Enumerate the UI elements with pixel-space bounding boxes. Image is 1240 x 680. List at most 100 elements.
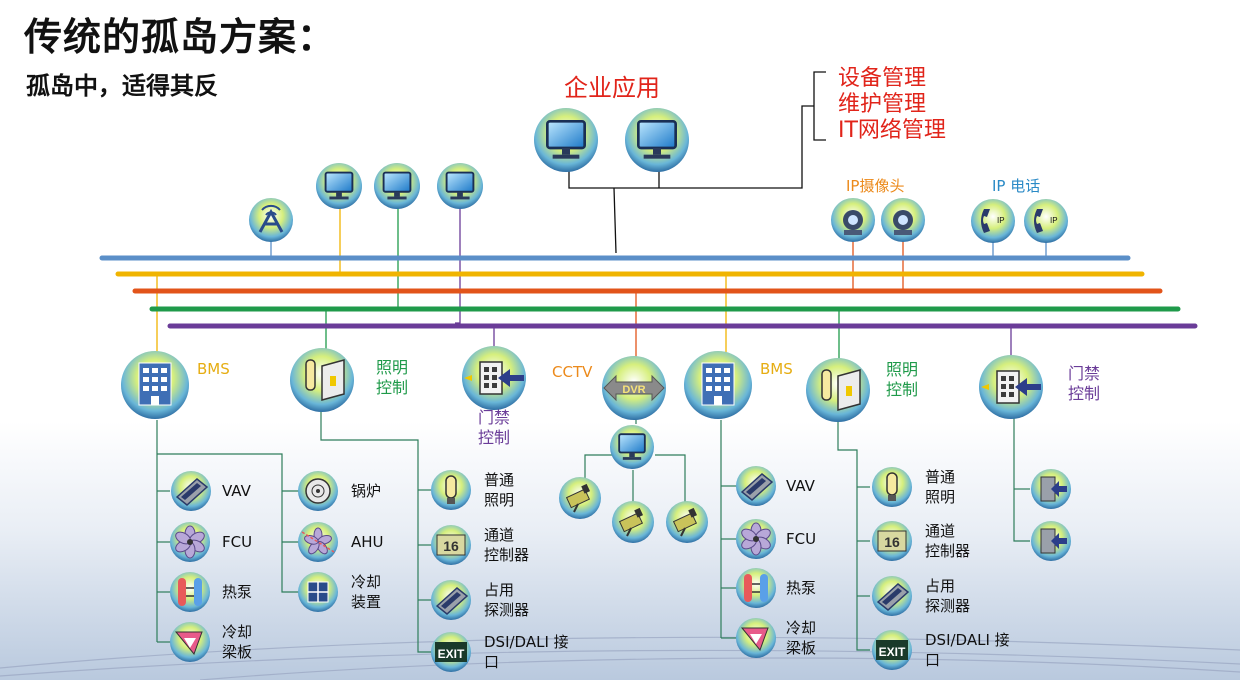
device-label-line: 照明 bbox=[484, 491, 515, 509]
device-label-line: 冷却 bbox=[222, 623, 253, 641]
device-label-line: DSI/DALI 接 bbox=[484, 633, 569, 651]
occupancy-sensor-icon bbox=[872, 576, 912, 616]
cctv-camera-icon bbox=[559, 477, 601, 519]
device-label-line: 热泵 bbox=[786, 579, 817, 597]
bms-label: BMS bbox=[760, 360, 793, 378]
ip-camera-icon bbox=[831, 198, 875, 242]
cctv-camera-icon bbox=[612, 501, 654, 543]
device-label-line: 冷却 bbox=[351, 573, 382, 591]
device-label: 热泵 bbox=[222, 582, 252, 602]
bms-label: BMS bbox=[197, 360, 230, 378]
mgmt-item: IT网络管理 bbox=[838, 118, 946, 143]
device-label: FCU bbox=[786, 529, 816, 549]
device-label-line: 口 bbox=[925, 651, 941, 669]
page-subtitle: 孤岛中，适得其反 bbox=[26, 72, 218, 100]
device-label-line: 通道 bbox=[925, 522, 956, 540]
device-label: 普通照明 bbox=[484, 470, 514, 510]
dvr-icon: DVR bbox=[602, 356, 666, 420]
device-label-line: FCU bbox=[786, 530, 817, 548]
device-label-line: 控制器 bbox=[484, 546, 530, 564]
cctv-camera-icon bbox=[666, 501, 708, 543]
wireless-ap-icon bbox=[249, 198, 293, 242]
exit-sign-icon: EXIT bbox=[431, 632, 471, 672]
device-label-line: AHU bbox=[351, 533, 384, 551]
network-buses bbox=[99, 255, 1198, 329]
mgmt-item: 维护管理 bbox=[838, 92, 927, 117]
lamp-icon bbox=[872, 467, 912, 507]
device-label-line: 普通 bbox=[925, 468, 956, 486]
channel-controller-icon: 16 bbox=[872, 521, 912, 561]
device-label: 热泵 bbox=[786, 578, 816, 598]
svg-text:IP: IP bbox=[1050, 216, 1058, 225]
ip-camera-icon bbox=[881, 198, 925, 242]
vav-unit-icon bbox=[171, 471, 211, 511]
vav-unit-icon bbox=[736, 466, 776, 506]
page-title: 传统的孤岛方案： bbox=[24, 15, 337, 59]
fan-coil-icon bbox=[170, 522, 210, 562]
bms-building-icon bbox=[121, 351, 189, 419]
device-label-line: VAV bbox=[222, 482, 251, 500]
device-label: 占用探测器 bbox=[484, 580, 529, 620]
device-label-line: 普通 bbox=[484, 471, 515, 489]
access-label-line: 门禁 bbox=[478, 408, 511, 427]
device-label-line: 通道 bbox=[484, 526, 515, 544]
chilled-beam-icon bbox=[736, 618, 776, 658]
ip-phone-icon: IP bbox=[1024, 199, 1068, 243]
channel-controller-icon: 16 bbox=[431, 525, 471, 565]
device-label-line: 探测器 bbox=[925, 597, 971, 615]
device-label: VAV bbox=[222, 481, 251, 501]
access-control-label: 门禁 控制 bbox=[478, 408, 510, 448]
device-label-line: DSI/DALI 接 bbox=[925, 631, 1010, 649]
access-control-icon bbox=[462, 346, 526, 410]
access-control-label: 门禁 控制 bbox=[1068, 364, 1100, 404]
ip-phone-label: IP 电话 bbox=[992, 177, 1041, 195]
monitor-icon bbox=[625, 108, 689, 172]
device-label-line: 控制器 bbox=[925, 542, 971, 560]
bms-building-icon bbox=[684, 351, 752, 419]
door-entry-icon bbox=[1031, 469, 1071, 509]
device-label-line: 锅炉 bbox=[351, 482, 382, 500]
fan-coil-icon bbox=[736, 519, 776, 559]
chiller-icon bbox=[298, 572, 338, 612]
device-label-line: 热泵 bbox=[222, 583, 253, 601]
device-label: 冷却梁板 bbox=[222, 622, 252, 662]
device-label: FCU bbox=[222, 532, 252, 552]
device-label-line: 占用 bbox=[925, 577, 956, 595]
device-label-line: 探测器 bbox=[484, 601, 530, 619]
lighting-control-label: 照明 控制 bbox=[376, 358, 408, 398]
device-label: 冷却装置 bbox=[351, 572, 381, 612]
lighting-label-line: 照明 bbox=[886, 360, 919, 379]
monitor-icon bbox=[610, 425, 654, 469]
device-label: 普通照明 bbox=[925, 467, 955, 507]
svg-text:EXIT: EXIT bbox=[438, 647, 465, 661]
device-label: 锅炉 bbox=[351, 481, 381, 501]
device-label-line: 梁板 bbox=[786, 639, 817, 657]
monitor-icon bbox=[437, 163, 483, 209]
svg-text:16: 16 bbox=[884, 534, 900, 550]
lamp-icon bbox=[431, 470, 471, 510]
device-label: 通道控制器 bbox=[925, 521, 970, 561]
device-label-line: VAV bbox=[786, 477, 815, 495]
cctv-label: CCTV bbox=[552, 363, 593, 381]
tree-lines bbox=[156, 410, 1030, 653]
device-label-line: 口 bbox=[484, 653, 500, 671]
heat-pump-icon bbox=[170, 572, 210, 612]
access-label-line: 门禁 bbox=[1068, 364, 1101, 383]
lighting-label-line: 控制 bbox=[376, 378, 409, 397]
lighting-control-icon bbox=[806, 358, 870, 422]
device-label: 冷却梁板 bbox=[786, 618, 816, 658]
device-label: VAV bbox=[786, 476, 815, 496]
device-label: 占用探测器 bbox=[925, 576, 970, 616]
device-label-line: 装置 bbox=[351, 593, 382, 611]
enterprise-apps-label: 企业应用 bbox=[564, 74, 660, 102]
access-label-line: 控制 bbox=[478, 428, 511, 447]
device-label: DSI/DALI 接口 bbox=[484, 632, 569, 672]
svg-text:IP: IP bbox=[997, 216, 1005, 225]
heat-pump-icon bbox=[736, 568, 776, 608]
ip-phone-icon: IP bbox=[971, 199, 1015, 243]
mgmt-item: 设备管理 bbox=[838, 66, 927, 91]
mgmt-list: 设备管理 维护管理 IT网络管理 bbox=[838, 66, 946, 144]
access-control-icon bbox=[979, 355, 1043, 419]
dvr-label: DVR bbox=[622, 384, 645, 396]
